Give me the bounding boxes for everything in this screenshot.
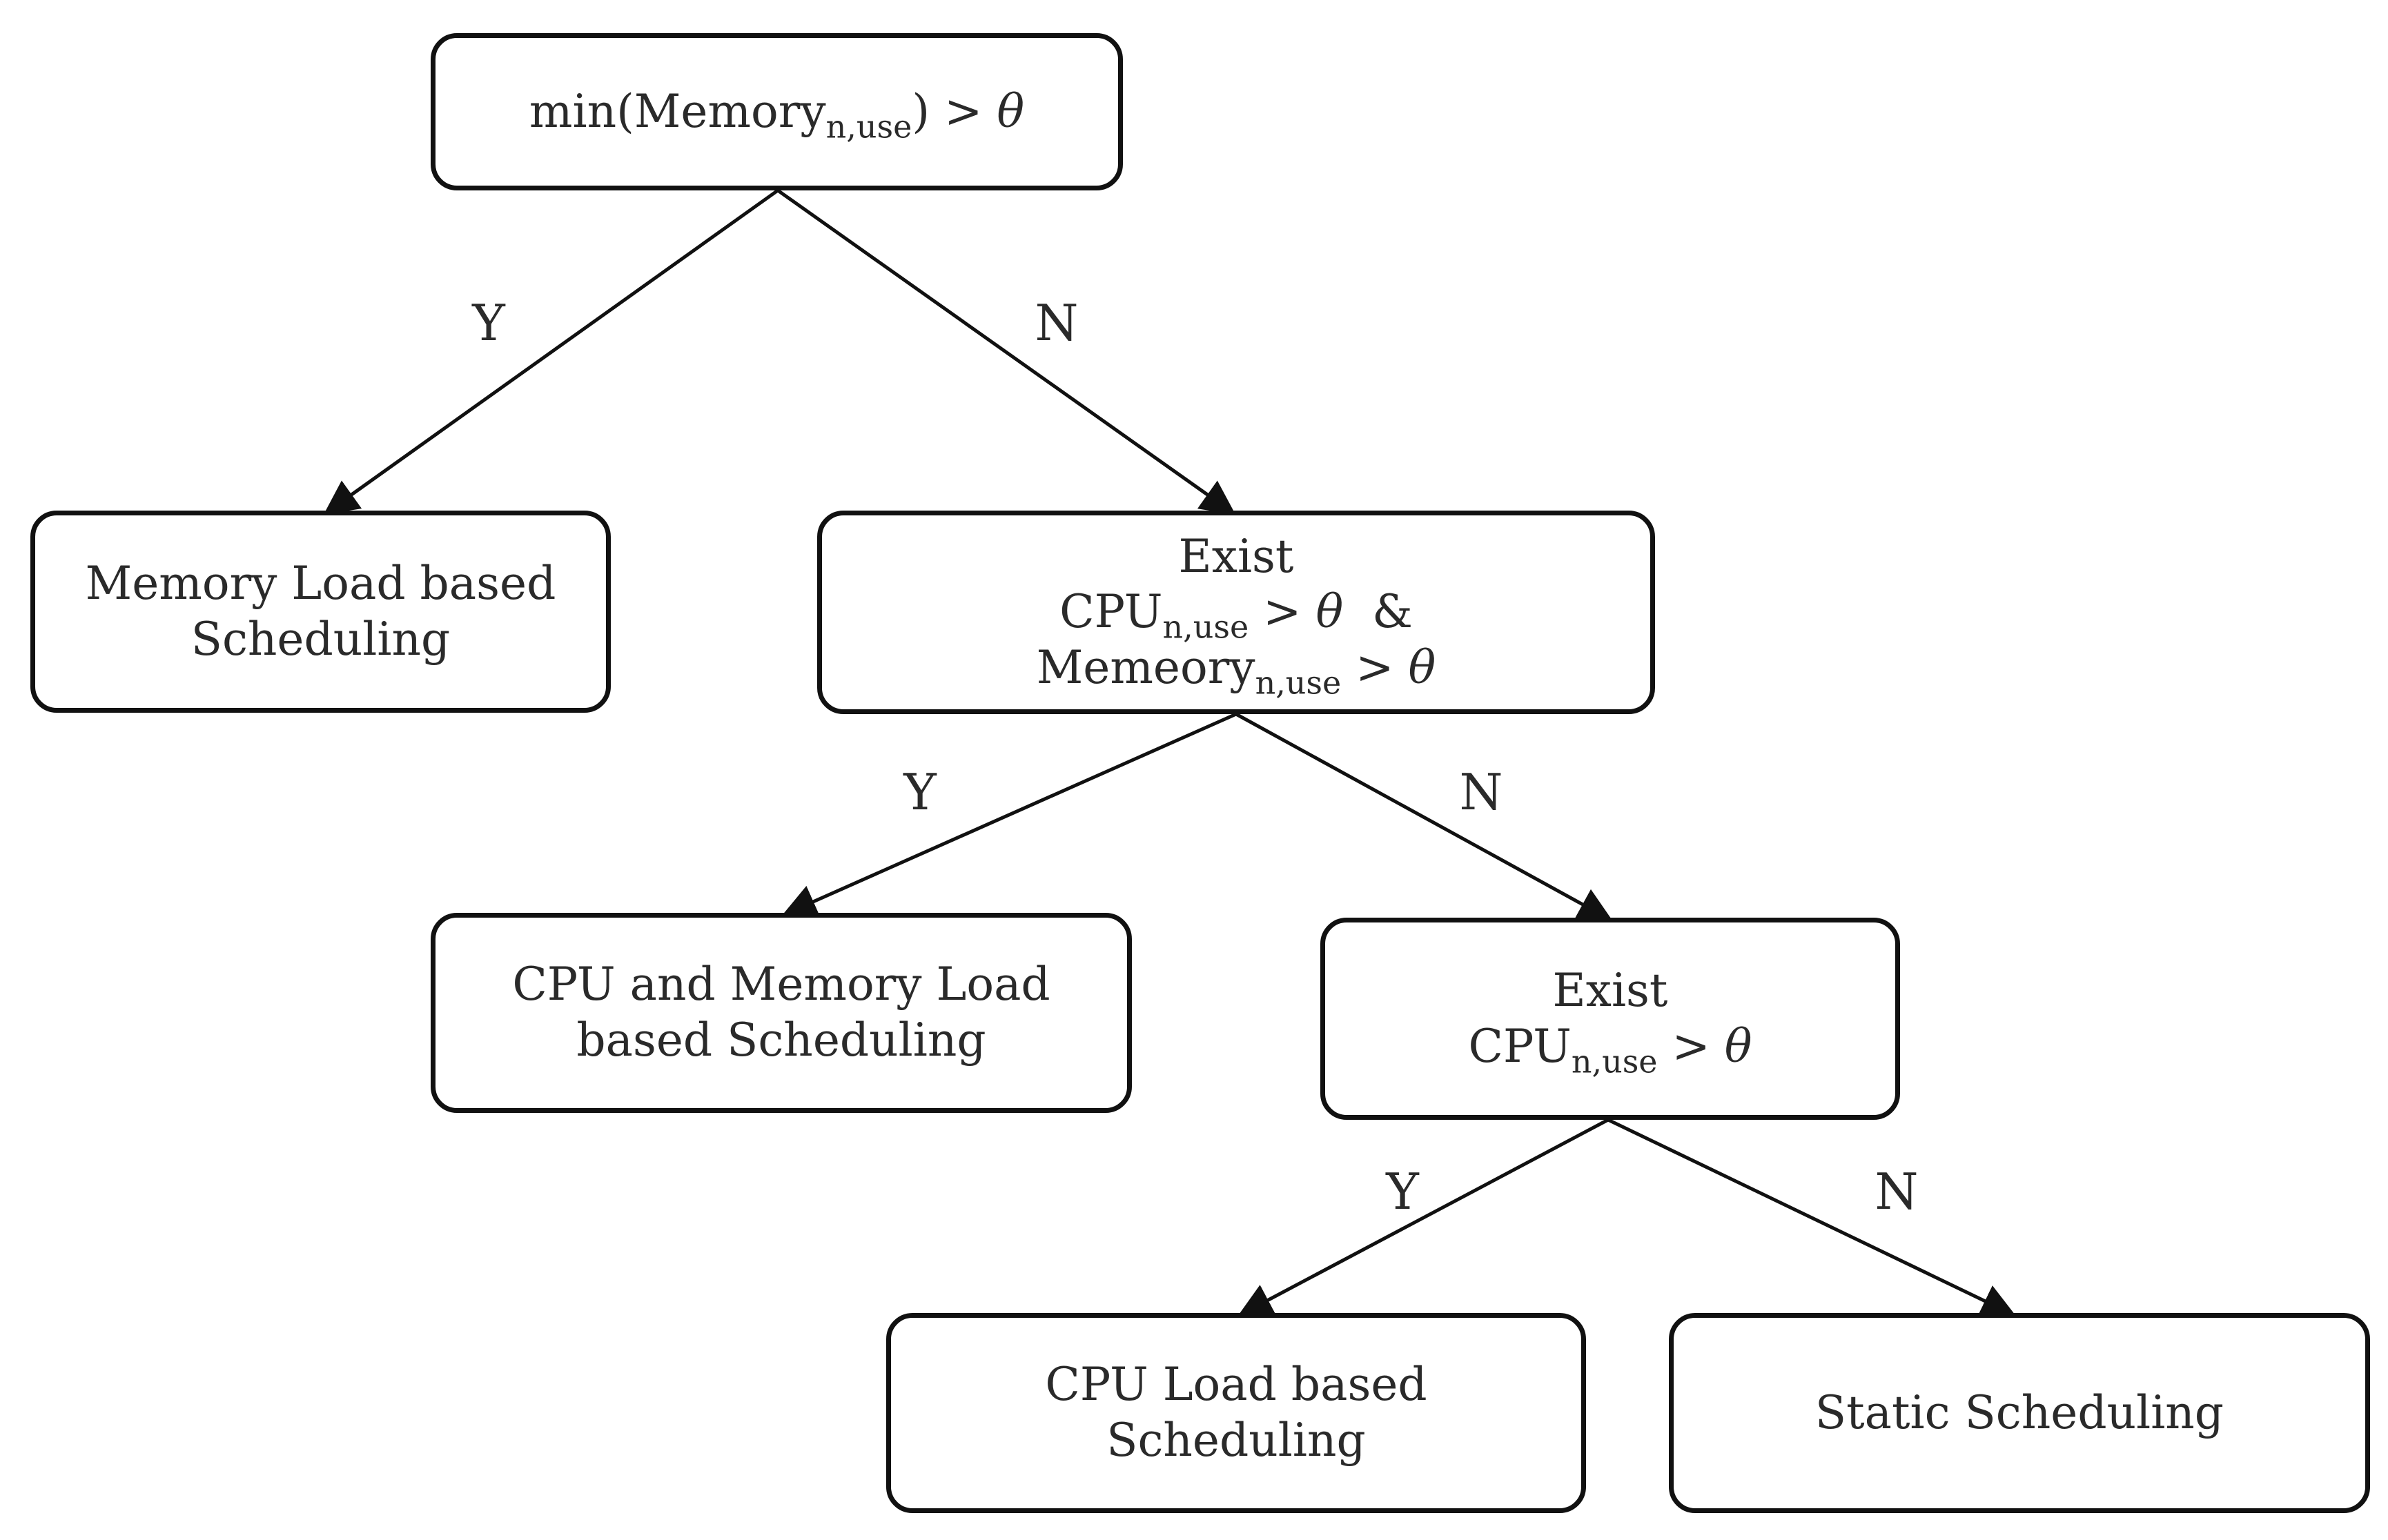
exist-cpu-condition-subscript: n,use [1571, 1043, 1658, 1080]
root-condition-text: min(Memoryn,use) > θ [529, 84, 1025, 143]
edge-label-exist-cpu-yes: Y [1386, 1163, 1419, 1221]
memory-load-line1: Memory Load based [85, 556, 556, 610]
mem-condition-theta: θ [1408, 640, 1436, 694]
cpu-memory-load-line1: CPU and Memory Load [512, 958, 1050, 1011]
edge-exist-cpu-mem-to-exist-cpu [1235, 712, 1613, 921]
root-condition-prefix: min(Memory [529, 84, 826, 138]
exist-cpu-condition-prefix: CPU [1468, 1019, 1572, 1073]
cpu-condition-amp: & [1343, 585, 1413, 639]
edge-label-exist-cpu-no: N [1875, 1163, 1919, 1221]
cpu-load-line2: Scheduling [1106, 1414, 1366, 1467]
exist-cpu-node: Exist CPUn,use > θ [1320, 918, 1900, 1120]
cpu-load-line1: CPU Load based [1045, 1358, 1427, 1412]
edge-label-exist-cpu-memory-no: N [1459, 763, 1503, 821]
exist-cpu-condition-operator: > [1657, 1019, 1725, 1073]
edge-label-root-yes: Y [472, 294, 505, 352]
mem-condition-subscript: n,use [1255, 664, 1342, 702]
mem-condition-prefix: Memeory [1036, 640, 1255, 694]
static-scheduling-node: Static Scheduling [1669, 1313, 2370, 1513]
cpu-condition-prefix: CPU [1059, 585, 1163, 639]
root-condition-subscript: n,use [825, 108, 912, 146]
root-condition-theta: θ [997, 84, 1025, 138]
edge-exist-cpu-mem-to-cpu-mem-load [781, 712, 1237, 918]
static-scheduling-line1: Static Scheduling [1814, 1385, 2224, 1439]
exist-cpu-condition: CPUn,use > θ [1468, 1019, 1752, 1078]
exist-cpu-memory-line1: Exist [1178, 529, 1294, 583]
exist-cpu-memory-mem-condition: Memeoryn,use > θ [1036, 640, 1436, 699]
exist-cpu-memory-node: Exist CPUn,use > θ & Memeoryn,use > θ [817, 511, 1655, 714]
root-condition-node: min(Memoryn,use) > θ [431, 33, 1123, 190]
cpu-condition-subscript: n,use [1162, 608, 1249, 646]
exist-cpu-line1: Exist [1552, 963, 1668, 1017]
cpu-condition-theta: θ [1315, 585, 1344, 639]
cpu-memory-load-scheduling-node: CPU and Memory Load based Scheduling [431, 913, 1132, 1113]
cpu-condition-operator: > [1249, 585, 1316, 639]
mem-condition-operator: > [1341, 640, 1409, 694]
memory-load-line2: Scheduling [190, 612, 451, 666]
memory-load-scheduling-node: Memory Load based Scheduling [30, 511, 611, 713]
cpu-memory-load-line2: based Scheduling [576, 1014, 986, 1067]
edge-exist-cpu-to-static [1607, 1118, 2017, 1317]
edge-root-to-exist-cpu-mem [776, 188, 1236, 515]
edge-exist-cpu-to-cpu-load [1237, 1118, 1609, 1316]
edge-root-to-memory-load [323, 188, 779, 515]
edge-label-root-no: N [1035, 294, 1079, 352]
exist-cpu-memory-cpu-condition: CPUn,use > θ & [1059, 584, 1413, 643]
edge-label-exist-cpu-memory-yes: Y [903, 763, 937, 821]
exist-cpu-condition-theta: θ [1724, 1019, 1752, 1073]
cpu-load-scheduling-node: CPU Load based Scheduling [886, 1313, 1586, 1513]
root-condition-operator: ) > [912, 84, 997, 138]
